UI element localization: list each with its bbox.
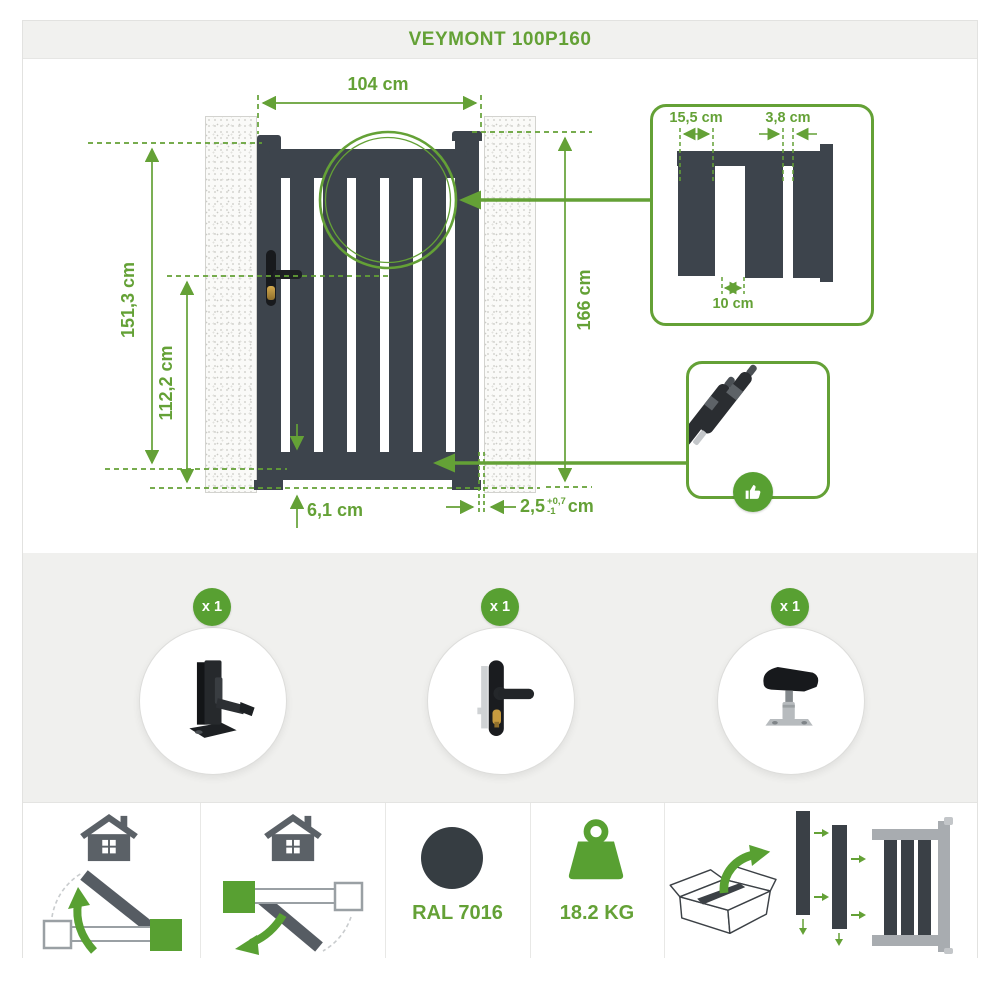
dimension-height-right: 166 cm [573,269,594,331]
dimension-width: 104 cm [347,74,409,94]
dimension-slat-width: 15,5 cm [669,110,723,126]
gate-right-foot [452,480,481,490]
gate-handle-lever [273,270,302,279]
swing-direction-inward-icon [42,870,182,954]
adjustable-hinges-icon [689,364,757,446]
specs-icons-band: RAL 7016 18.2 KG [23,802,977,958]
gate-slat [290,178,314,456]
right-pillar [484,116,536,493]
part-qty-badge: x 1 [771,588,809,626]
gate-catch-stop-icon [763,666,819,726]
unboxing-icon [669,844,777,935]
side-gap-tolerance: +0,7 -1 [547,495,566,517]
thumbs-up-icon [745,485,761,499]
gate-left-foot [254,480,283,490]
cell-weight [530,803,665,958]
part-handle-lock [427,627,575,775]
gate-slat [422,178,446,456]
gate-slat [389,178,413,456]
cell-swing-outward [200,803,386,958]
dimension-ground-clearance: 6,1 cm [307,500,364,520]
part-gate-catch [717,627,865,775]
gate-handle-plate [266,250,276,306]
side-gap-unit: cm [567,496,594,516]
color-swatch-icon [421,827,483,889]
ral-label: RAL 7016 [412,902,503,924]
house-icon [264,813,322,862]
handle-with-lock-icon [477,660,535,736]
side-gap-value: 2,5 [520,496,546,516]
gate-lock-cylinder [267,286,275,300]
cell-color [385,803,531,958]
weight-label: 18.2 KG [559,902,635,924]
dimension-height-left: 151,3 cm [117,261,138,339]
cell-assembly [664,803,978,958]
part-qty-badge: x 1 [193,588,231,626]
gate-stop-latch-icon [189,660,255,738]
inset-slat [678,166,715,276]
dimension-gap-width: 3,8 cm [765,110,811,126]
page-title: VEYMONT 100P160 [408,28,592,50]
dimension-bottom-gap: 10 cm [712,296,754,312]
gate-slat [356,178,380,456]
inset-end-column [820,144,833,282]
gate-slat [323,178,347,456]
gate-top-rail [269,149,467,178]
dimension-height-handle: 112,2 cm [155,345,176,421]
inset-top-rail [677,151,823,166]
house-icon [80,813,138,862]
part-qty-badge: x 1 [481,588,519,626]
part-gate-stop-latch [139,627,287,775]
dimension-side-gap: 2,5 +0,7 -1 cm [520,496,594,517]
gate-bottom-rail [281,452,455,480]
weight-icon [568,819,624,880]
swing-direction-outward-icon [223,881,364,955]
inset-slat [745,166,783,278]
left-pillar [205,116,257,493]
included-parts-band: x 1 x 1 x 1 [23,553,977,802]
assembly-icon [796,811,953,954]
gate-right-stile [455,131,479,487]
inset-slat [793,166,820,278]
gate-left-stile [257,135,281,487]
thumbs-up-badge [733,472,773,512]
header-bar: VEYMONT 100P160 [23,21,977,59]
